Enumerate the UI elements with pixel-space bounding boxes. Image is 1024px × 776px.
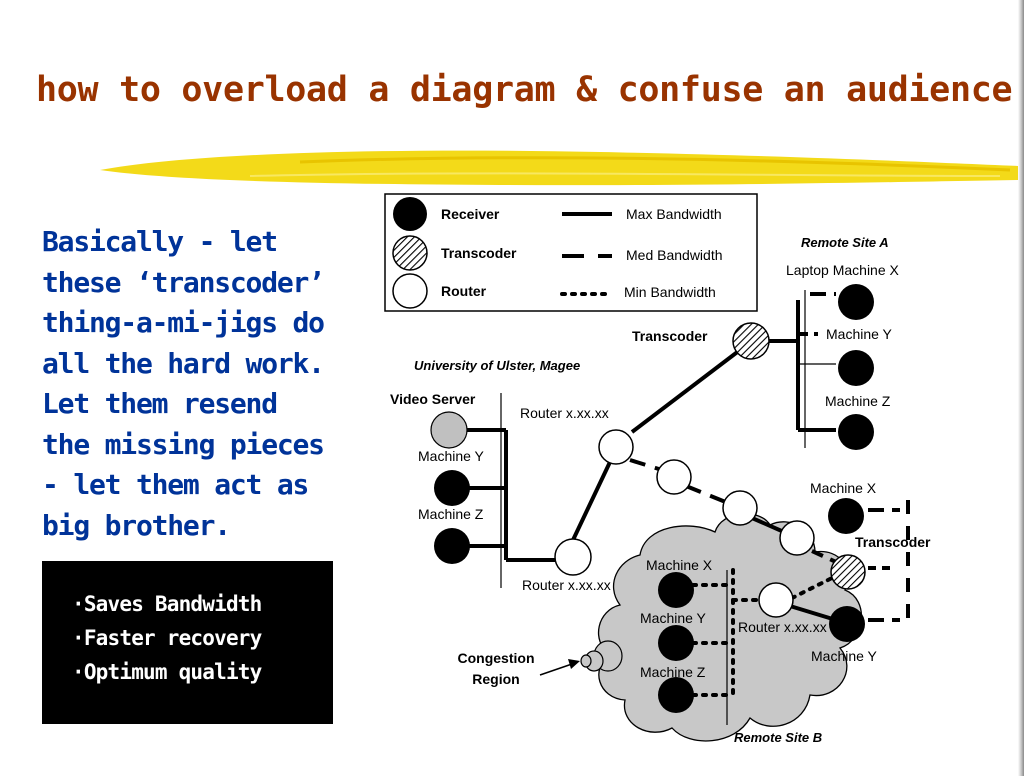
benefit-item: ·Optimum quality [72,660,262,684]
cloud-machine-x-label: Machine X [646,557,713,573]
router-cloud-label: Router x.xx.xx [738,619,827,635]
cloud-machine-x-node [658,572,694,608]
right-machine-y-node [829,606,865,642]
cloud-machine-y-label: Machine Y [640,610,707,626]
legend-transcoder-symbol [392,235,428,271]
body-line: Let them resend [42,387,278,420]
uu-machine-y-node [434,470,470,506]
router-cloud-node [758,582,794,618]
video-server-label: Video Server [390,391,476,407]
right-machine-x-node [828,498,864,534]
congestion-label-line2: Region [472,671,519,687]
legend-router-symbol [392,273,428,309]
cloud-machine-z-label: Machine Z [640,664,706,680]
legend-max-label: Max Bandwidth [626,206,722,222]
site-a-machine-z-label: Machine Z [825,393,891,409]
transcoder-right-node [830,554,866,590]
transcoder-top-label: Transcoder [632,328,708,344]
legend-min-label: Min Bandwidth [624,284,716,300]
benefit-item: ·Faster recovery [72,626,262,650]
site-a-machine-y-node [838,350,874,386]
video-server-node [430,411,468,449]
site-a-machine-y-label: Machine Y [826,326,893,342]
remote-site-b-label: Remote Site B [734,730,822,745]
laptop-machine-x-label: Laptop Machine X [786,262,900,278]
body-line: these ‘transcoder’ [42,265,325,299]
university-label: University of Ulster, Magee [414,358,580,373]
uu-machine-z-label: Machine Z [418,506,484,522]
site-a-machine-z-node [838,414,874,450]
uu-machine-y-label: Machine Y [418,448,485,464]
network-nodes [430,284,874,713]
slide-edge-shadow [1018,0,1024,776]
benefits-box: ·Saves Bandwidth ·Faster recovery ·Optim… [42,561,333,724]
backbone-router-node [656,459,692,495]
legend-transcoder-label: Transcoder [441,245,517,261]
body-line: all the hard work. [42,346,325,380]
backbone-router-node [722,490,758,526]
highlighter-stroke [100,150,1020,186]
body-line: Basically - let [42,225,278,258]
body-text: Basically - let these ‘transcoder’ thing… [42,222,372,546]
body-line: the missing pieces [42,427,325,461]
network-diagram: Receiver Transcoder Router Max Bandwidth… [384,193,931,745]
cloud-machine-y-node [658,625,694,661]
legend-med-label: Med Bandwidth [626,247,723,263]
transcoder-top-node [732,322,770,360]
congestion-label-line1: Congestion [458,650,535,666]
benefits-list: ·Saves Bandwidth ·Faster recovery ·Optim… [42,561,333,689]
network-links [464,290,910,725]
router-upper-label: Router x.xx.xx [520,405,609,421]
router-lower-label: Router x.xx.xx [522,577,611,593]
slide-title: how to overload a diagram & confuse an a… [36,70,1013,110]
diagram-labels: Remote Site A Laptop Machine X Machine Y… [390,235,931,745]
body-line: thing-a-mi-jigs do [42,306,325,339]
right-machine-x-label: Machine X [810,480,877,496]
legend: Receiver Transcoder Router Max Bandwidth… [384,193,758,312]
router-lower-node [554,538,592,576]
congestion-indicator [539,640,623,676]
legend-receiver-symbol [393,197,427,231]
laptop-machine-x-node [838,284,874,320]
legend-router-label: Router [441,283,487,299]
right-machine-y-label: Machine Y [811,648,878,664]
backbone-router-node [779,520,815,556]
uu-machine-z-node [434,528,470,564]
router-upper-node [598,429,634,465]
legend-receiver-label: Receiver [441,206,500,222]
cloud-machine-z-node [658,677,694,713]
remote-site-a-label: Remote Site A [801,235,889,250]
body-line: big brother. [42,508,231,542]
benefit-item: ·Saves Bandwidth [72,592,262,616]
body-line: - let them act as [42,468,309,501]
transcoder-right-label: Transcoder [855,534,931,550]
